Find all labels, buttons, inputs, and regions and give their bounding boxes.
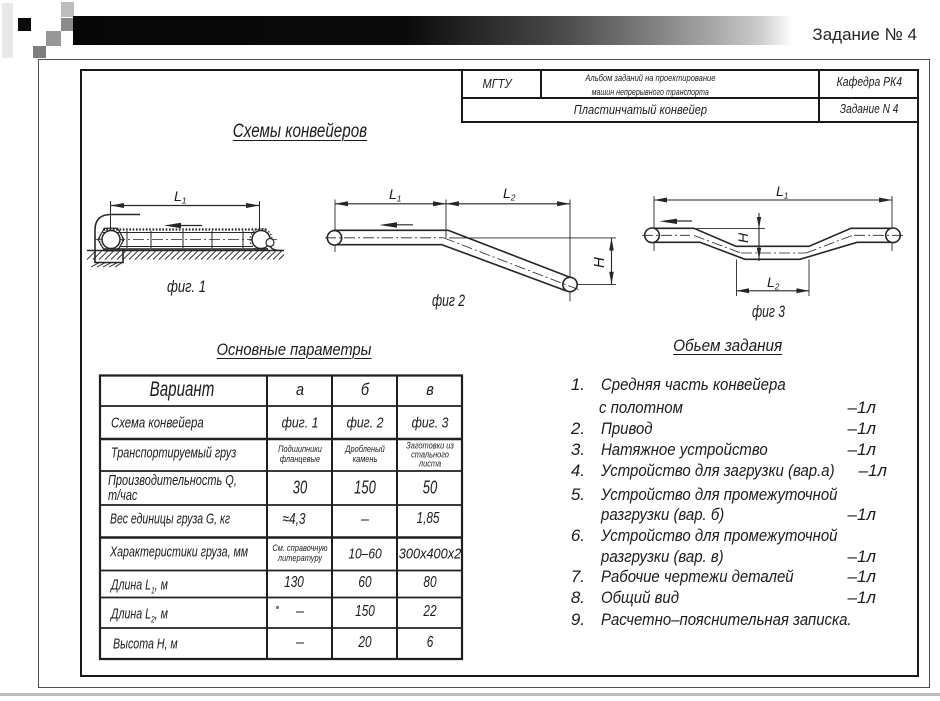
svg-text:L2: L2 (767, 274, 780, 292)
svg-text:H: H (735, 232, 751, 243)
svg-text:фиг 2: фиг 2 (432, 291, 465, 310)
svg-text:L1: L1 (174, 188, 187, 206)
svg-text:H: H (591, 257, 608, 268)
svg-text:L1: L1 (389, 186, 402, 204)
svg-text:L2: L2 (503, 185, 516, 203)
svg-text:фиг 3: фиг 3 (752, 302, 785, 321)
svg-text:фиг. 1: фиг. 1 (167, 277, 206, 296)
svg-text:L1: L1 (776, 183, 789, 201)
